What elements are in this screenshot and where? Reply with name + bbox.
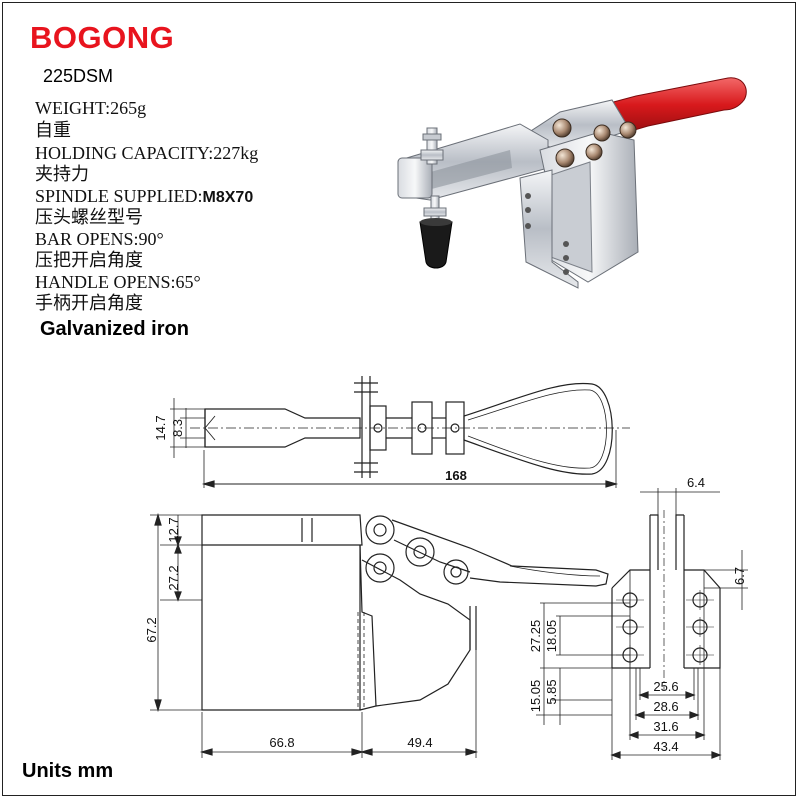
spindle-bolt bbox=[426, 127, 438, 165]
dim-168: 168 bbox=[445, 468, 467, 483]
pivot-rivet-3 bbox=[619, 121, 637, 139]
dim-15-05: 15.05 bbox=[528, 680, 543, 713]
rubber-tip bbox=[419, 221, 453, 269]
pivot-rivet-2 bbox=[593, 124, 611, 142]
dim-49-4: 49.4 bbox=[407, 735, 432, 750]
dim-31-6: 31.6 bbox=[653, 719, 678, 734]
dim-6-7: 6.7 bbox=[732, 567, 747, 585]
material-label: Galvanized iron bbox=[40, 318, 189, 340]
pivot-rivet-1 bbox=[552, 118, 572, 138]
dim-27-25: 27.25 bbox=[528, 620, 543, 653]
dim-8-3: 8.3 bbox=[170, 419, 185, 437]
dim-6-4: 6.4 bbox=[687, 475, 705, 490]
base-view-drawing bbox=[536, 488, 748, 760]
pivot-rivet-4 bbox=[555, 148, 575, 168]
spec-weight-cn: 自重 bbox=[35, 120, 71, 140]
dim-66-8: 66.8 bbox=[269, 735, 294, 750]
spec-bar-opens-cn: 压把开启角度 bbox=[35, 250, 143, 270]
dim-5-85: 5.85 bbox=[544, 679, 559, 704]
spec-handle-opens: HANDLE OPENS:65° bbox=[35, 272, 201, 292]
spec-bar-opens: BAR OPENS:90° bbox=[35, 229, 164, 249]
pivot-rivet-5 bbox=[585, 143, 603, 161]
dim-14-7: 14.7 bbox=[153, 415, 168, 440]
side-view-drawing bbox=[150, 512, 609, 758]
spec-handle-opens-cn: 手柄开启角度 bbox=[35, 293, 143, 313]
dim-43-4: 43.4 bbox=[653, 739, 678, 754]
dim-18-05: 18.05 bbox=[544, 620, 559, 653]
spec-spindle-cn: 压头螺丝型号 bbox=[35, 207, 143, 227]
dim-25-6: 25.6 bbox=[653, 679, 678, 694]
dim-67-2: 67.2 bbox=[144, 617, 159, 642]
model-number: 225DSM bbox=[43, 66, 114, 86]
spec-weight: WEIGHT:265g bbox=[35, 98, 147, 118]
dim-12-7: 12.7 bbox=[166, 517, 181, 542]
spec-holding-capacity: HOLDING CAPACITY:227kg bbox=[35, 143, 259, 163]
spec-spindle: SPINDLE SUPPLIED:M8X70 bbox=[35, 186, 254, 206]
red-handle-grip bbox=[605, 77, 747, 133]
brand-logo: BOGONG bbox=[30, 20, 175, 55]
dim-28-6: 28.6 bbox=[653, 699, 678, 714]
top-view-drawing bbox=[170, 376, 630, 488]
mounting-tab bbox=[519, 169, 579, 289]
spec-holding-capacity-cn: 夹持力 bbox=[35, 164, 89, 184]
toggle-clamp-photo bbox=[397, 77, 747, 289]
dim-27-2: 27.2 bbox=[166, 565, 181, 590]
units-note: Units mm bbox=[22, 760, 114, 782]
